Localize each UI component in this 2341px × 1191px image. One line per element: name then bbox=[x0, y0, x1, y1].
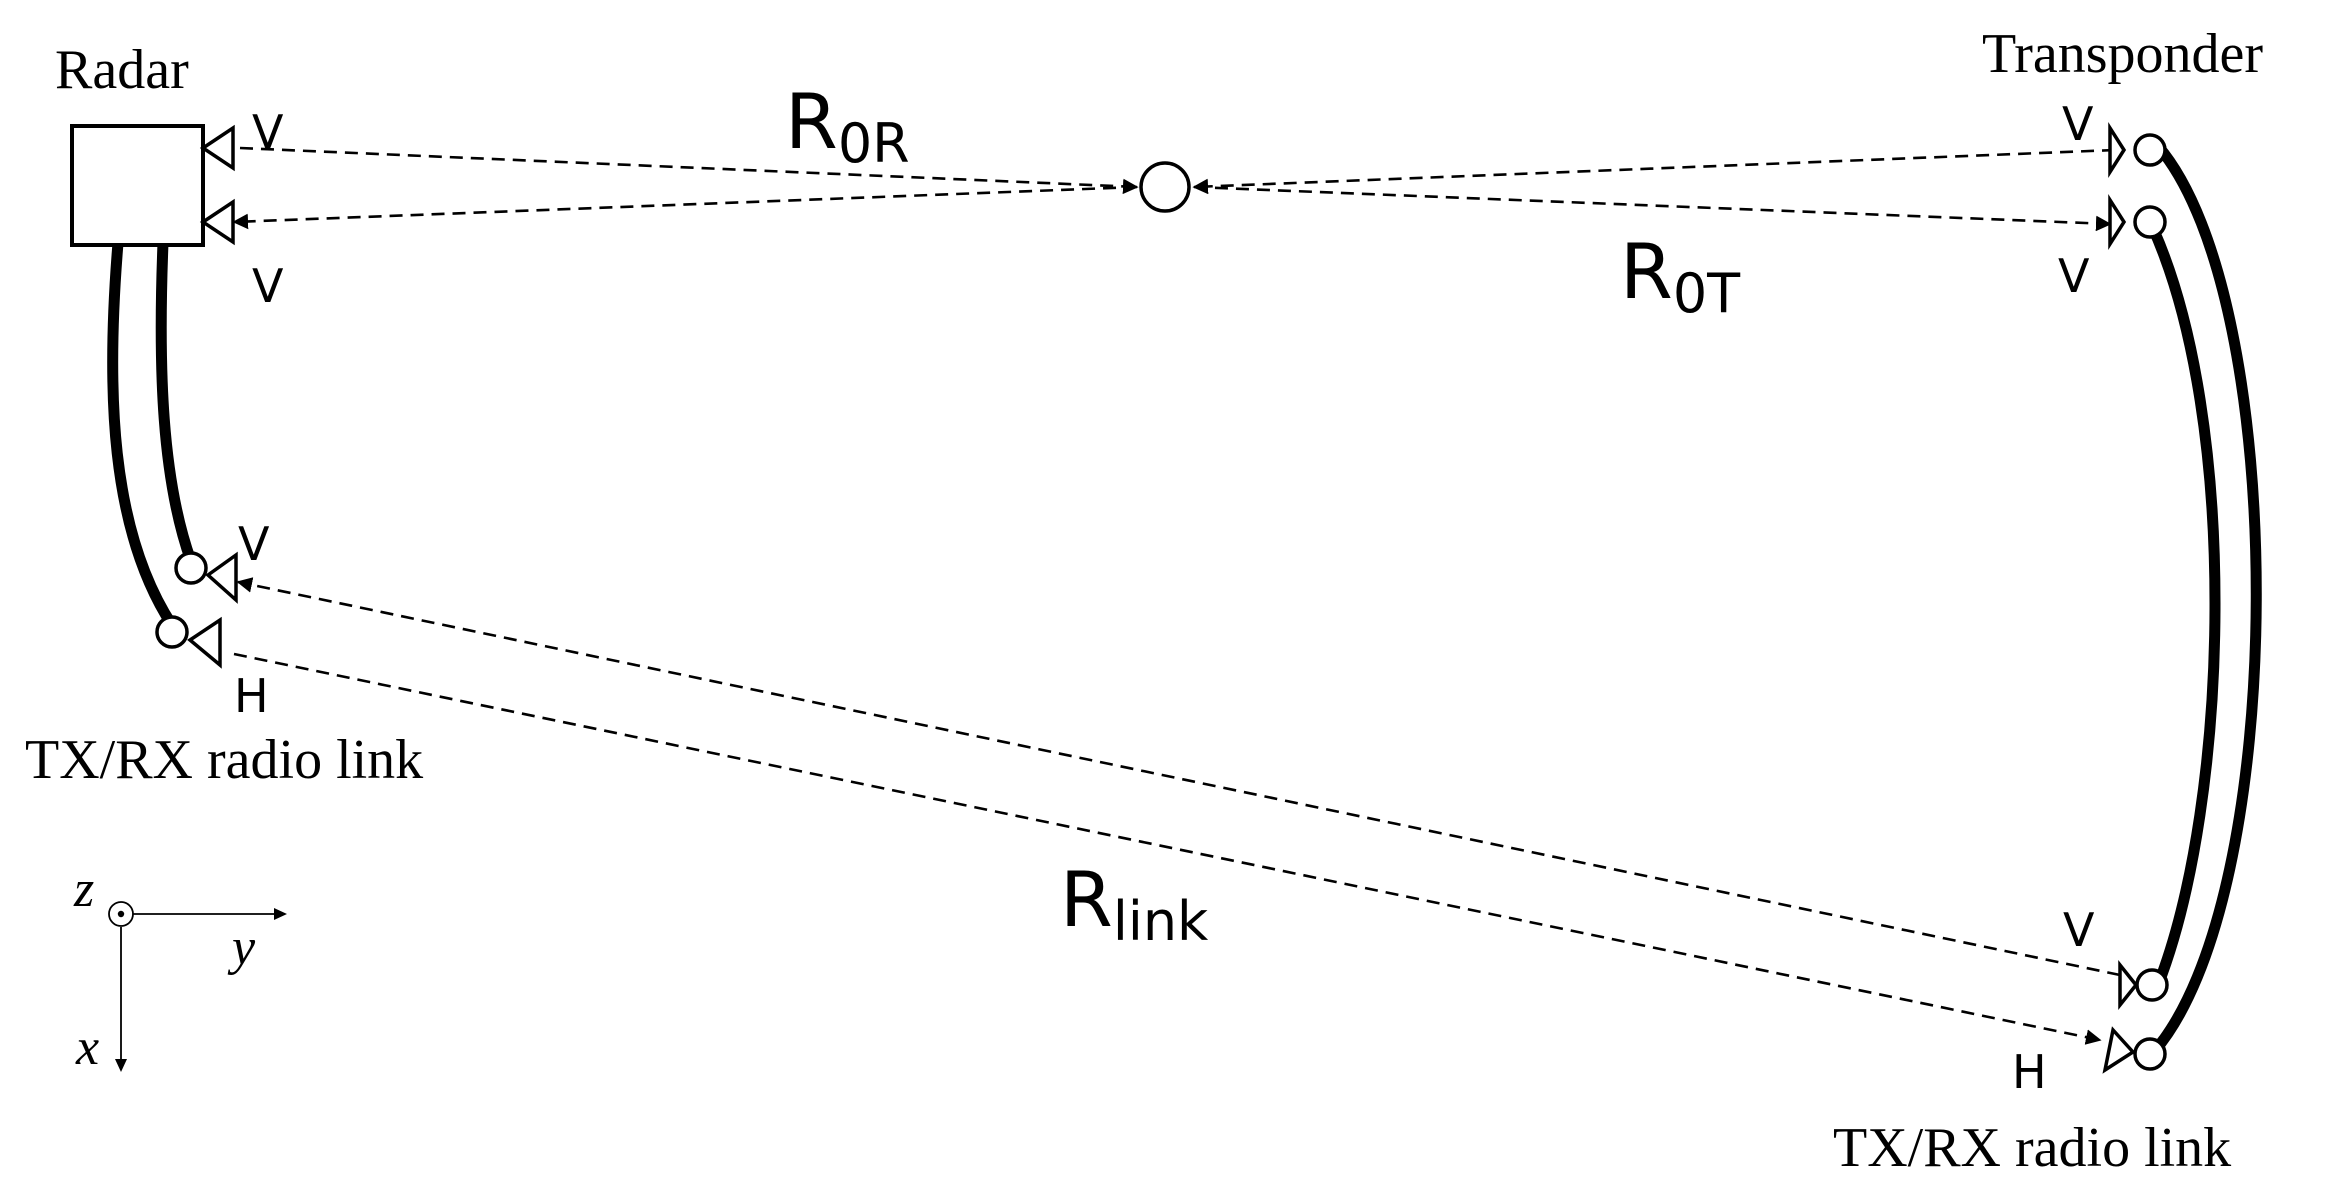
right-link-antenna-bottom bbox=[2102, 1026, 2136, 1074]
pol-left-link-top: V bbox=[238, 517, 270, 571]
pol-transponder-bottom: V bbox=[2058, 249, 2090, 303]
radar-cables bbox=[107, 237, 197, 631]
left-link-antenna-bottom bbox=[187, 616, 222, 669]
left-link-node-bottom bbox=[155, 615, 189, 649]
radar-antenna-bottom bbox=[199, 198, 235, 246]
transponder-cable-outer bbox=[2146, 140, 2262, 1060]
range-label-transponder-base: R bbox=[1620, 227, 1673, 316]
target-circle bbox=[1139, 161, 1191, 213]
radio-link-label-right: TX/RX radio link bbox=[1833, 1117, 2231, 1179]
pol-radar-top: V bbox=[252, 105, 284, 159]
transponder-cables bbox=[2146, 140, 2262, 1060]
radar-cable-outer bbox=[107, 237, 178, 631]
radar-label: Radar bbox=[55, 39, 189, 101]
radio-link-label-left: TX/RX radio link bbox=[25, 729, 423, 791]
z-axis-label: z bbox=[73, 861, 94, 918]
y-axis-label: y bbox=[227, 919, 256, 976]
right-link-antenna-top bbox=[2118, 960, 2139, 1010]
path-link-h bbox=[233, 652, 2102, 1045]
range-label-link: Rlink bbox=[1060, 855, 1209, 953]
range-label-link-base: R bbox=[1060, 855, 1113, 944]
range-label-radar-base: R bbox=[785, 77, 838, 166]
transponder-antenna-top bbox=[2108, 121, 2127, 179]
range-label-link-sub: link bbox=[1113, 890, 1209, 953]
radar-antenna-top bbox=[199, 124, 235, 172]
y-axis-arrowhead bbox=[274, 908, 287, 920]
transponder-cable-inner bbox=[2146, 220, 2221, 991]
range-label-transponder: R0T bbox=[1620, 227, 1741, 325]
left-link-antenna-top bbox=[205, 551, 238, 604]
right-link-node-bottom bbox=[2133, 1037, 2167, 1071]
right-link-node-top bbox=[2135, 968, 2169, 1002]
path-radar-rx bbox=[232, 185, 1138, 230]
range-label-transponder-sub: 0T bbox=[1673, 262, 1741, 325]
path-radar-tx bbox=[239, 146, 1139, 195]
z-axis-dot bbox=[117, 910, 125, 918]
propagation-paths bbox=[232, 146, 2121, 1045]
pol-right-link-top: V bbox=[2063, 903, 2095, 957]
transponder-node-bottom bbox=[2133, 205, 2167, 239]
pol-right-link-bottom: H bbox=[2012, 1045, 2047, 1099]
path-transponder-tx bbox=[1192, 148, 2116, 195]
transponder-label: Transponder bbox=[1982, 23, 2263, 85]
x-axis-arrowhead bbox=[115, 1059, 127, 1072]
transponder-antenna-bottom bbox=[2108, 193, 2127, 251]
coordinate-axes: z y x bbox=[73, 861, 287, 1076]
pol-left-link-bottom: H bbox=[234, 669, 269, 723]
path-link-v bbox=[236, 577, 2121, 977]
transponder-node-top bbox=[2133, 133, 2167, 167]
radar-box bbox=[70, 124, 205, 247]
pol-radar-bottom: V bbox=[252, 259, 284, 313]
range-label-radar-sub: 0R bbox=[838, 112, 910, 175]
path-transponder-rx bbox=[1193, 185, 2112, 232]
pol-transponder-top: V bbox=[2062, 97, 2094, 151]
range-label-radar: R0R bbox=[785, 77, 910, 175]
radar-cable-inner bbox=[155, 237, 197, 567]
x-axis-label: x bbox=[75, 1019, 99, 1076]
left-link-node-top bbox=[174, 551, 208, 585]
